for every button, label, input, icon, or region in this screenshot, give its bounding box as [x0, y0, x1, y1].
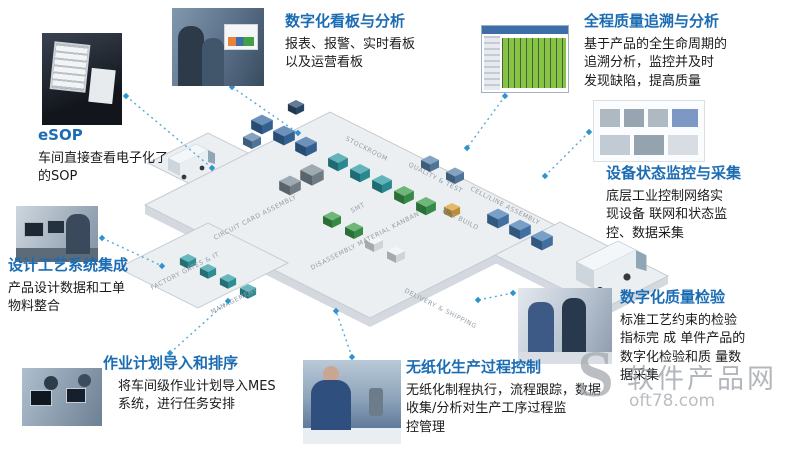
device-thumb	[600, 109, 620, 127]
device-thumb	[648, 109, 668, 127]
watermark-domain: oft78.com	[629, 391, 716, 411]
callout-kanban: 数字化看板与分析 报表、报警、实时看板 以及运营看板	[285, 12, 485, 73]
callout-inspection-body: 标准工艺约束的检验 指标完 成 单件产品的 数字化检验和质 量数 据采集	[620, 313, 746, 384]
callout-device-title: 设备状态监控与采集	[606, 164, 742, 182]
callout-jobplan-body: 将车间级作业计划导入MES 系统，进行任务安排	[118, 379, 276, 413]
connector-device	[541, 128, 593, 180]
monitor	[24, 222, 44, 237]
photo-planning-team	[22, 368, 102, 426]
dashboard-monitor	[224, 24, 258, 50]
spc-chart	[502, 38, 566, 88]
image-device-monitoring	[593, 100, 705, 162]
callout-paperless-body: 无纸化制程执行，流程跟踪，数据 收集/分析对生产工序过程监 控管理	[406, 383, 602, 435]
dashboard-chart	[228, 37, 254, 46]
device-thumb	[672, 109, 698, 127]
callout-esop-title: eSOP	[38, 126, 83, 144]
photo-esop-screen	[42, 33, 122, 125]
callout-inspection: 数字化质量检验 标准工艺约束的检验 指标完 成 单件产品的 数字化检验和质 量数…	[620, 288, 792, 386]
callout-paperless: 无纸化生产过程控制 无纸化制程执行，流程跟踪，数据 收集/分析对生产工序过程监 …	[406, 358, 641, 437]
device-thumb	[600, 135, 630, 155]
connector-inspection	[474, 289, 517, 304]
watermark: S 软件产品网 oft78.com	[575, 338, 797, 425]
person-silhouette	[528, 302, 554, 352]
person-head	[44, 376, 58, 390]
callout-trace-body: 基于产品的全生命周期的 追溯分析，监控并及时 发现缺陷，提高质量	[584, 37, 728, 89]
callout-design: 设计工艺系统集成 产品设计数据和工单 物料整合	[8, 256, 173, 317]
photo-dashboard-team	[172, 8, 264, 86]
callout-device-body: 底层工业控制网络实 现设备 联网和状态监 控、数据采集	[606, 189, 728, 241]
lab-bench	[518, 352, 612, 364]
workbench	[303, 428, 401, 444]
person-silhouette	[562, 298, 586, 352]
person-silhouette	[66, 214, 90, 254]
callout-kanban-body: 报表、报警、实时看板 以及运营看板	[285, 37, 416, 71]
screenshot-quality-trace	[481, 25, 569, 93]
callout-kanban-title: 数字化看板与分析	[285, 12, 406, 30]
person-silhouette	[178, 26, 204, 86]
person-silhouette	[311, 380, 351, 430]
device-thumb	[668, 135, 698, 155]
person-silhouette	[202, 38, 224, 86]
photo-design-engineer	[16, 206, 98, 262]
eink-screen-small	[88, 67, 116, 105]
callout-trace: 全程质量追溯与分析 基于产品的全生命周期的 追溯分析，监控并及时 发现缺陷，提高…	[584, 12, 789, 91]
photo-operator-microscope	[303, 360, 401, 444]
callout-device: 设备状态监控与采集 底层工业控制网络实 现设备 联网和状态监 控、数据采集	[606, 164, 771, 243]
connector-esop	[122, 92, 216, 172]
window-sidebar	[484, 36, 500, 90]
monitor	[66, 388, 86, 403]
callout-paperless-title: 无纸化生产过程控制	[406, 358, 542, 376]
callout-jobplan: 作业计划导入和排序 将车间级作业计划导入MES 系统，进行任务安排	[103, 354, 338, 415]
callout-esop: eSOP 车间直接查看电子化了 的SOP	[38, 126, 203, 187]
monitor	[30, 390, 52, 406]
watermark-letter: S	[577, 338, 614, 411]
person-head	[78, 374, 91, 387]
microscope	[369, 388, 383, 416]
watermark-site-name: 软件产品网	[627, 364, 777, 395]
window-titlebar	[482, 26, 568, 34]
callout-esop-body: 车间直接查看电子化了 的SOP	[38, 151, 169, 185]
connector-kanban	[228, 83, 302, 137]
connector-jobplan	[166, 297, 232, 357]
factory-platform	[116, 111, 670, 327]
connector-design	[98, 234, 166, 270]
connector-trace	[463, 92, 509, 152]
callout-jobplan-title: 作业计划导入和排序	[103, 354, 239, 372]
monitor	[47, 220, 65, 234]
zone-label: DELIVERY & SHIPPING	[403, 288, 478, 331]
callout-inspection-title: 数字化质量检验	[620, 288, 726, 306]
eink-screen	[49, 41, 91, 93]
device-thumb	[624, 109, 644, 127]
callout-design-body: 产品设计数据和工单 物料整合	[8, 281, 126, 315]
callout-design-title: 设计工艺系统集成	[8, 256, 129, 274]
person-head	[323, 366, 339, 382]
callout-trace-title: 全程质量追溯与分析	[584, 12, 720, 30]
photo-quality-lab	[518, 288, 612, 364]
device-thumb	[634, 135, 664, 155]
